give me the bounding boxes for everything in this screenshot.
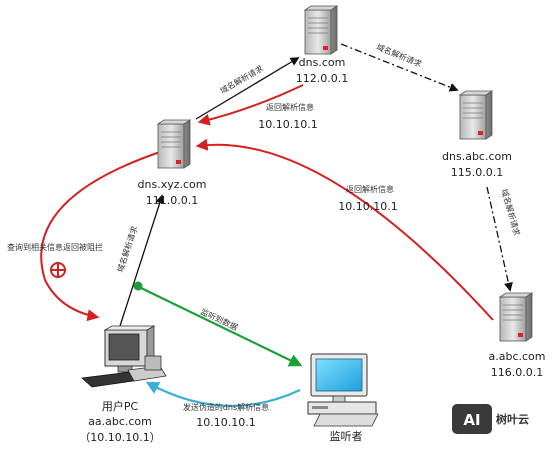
label-xyz-back-to-pc: 查询到相关信息返回被阻拦 bbox=[7, 242, 103, 252]
label-monitor-to-pc: 发送伪造的dns解析信息 bbox=[183, 402, 269, 412]
edge-pc-to-monitor bbox=[138, 286, 303, 367]
watermark-logo: AI bbox=[452, 404, 492, 434]
blocked-icon bbox=[50, 262, 66, 278]
pc-icon bbox=[81, 325, 167, 388]
value-monitor-to-pc: 10.10.10.1 bbox=[196, 416, 255, 429]
edge-a-back-to-xyz bbox=[195, 138, 494, 321]
server-icon-a-abc bbox=[499, 292, 533, 342]
edge-abc-to-a bbox=[486, 186, 513, 292]
user-pc-name: 用户PC bbox=[102, 399, 139, 413]
a-abc-ip: 116.0.0.1 bbox=[491, 366, 543, 379]
dns-com-ip: 112.0.0.1 bbox=[296, 72, 348, 85]
edge-xyz-back-to-pc bbox=[40, 151, 161, 322]
watermark-logo-text: AI bbox=[463, 411, 480, 429]
watermark-text: 树叶云 bbox=[496, 412, 529, 426]
label-pc-to-xyz: 域名解析请求 bbox=[115, 225, 139, 274]
label-abc-to-a: 域名解析请求 bbox=[499, 188, 522, 237]
edge-xyz-to-com bbox=[195, 57, 300, 120]
edge-monitor-to-pc bbox=[145, 381, 301, 408]
label-com-back-to-xyz: 返回解析信息 bbox=[266, 102, 314, 112]
server-icon-dns-xyz bbox=[157, 119, 191, 169]
a-abc-name: a.abc.com bbox=[489, 350, 546, 363]
edge-com-back-to-xyz bbox=[197, 84, 304, 126]
edge-pc-to-xyz bbox=[119, 194, 165, 327]
dns-abc-name: dns.abc.com bbox=[442, 150, 512, 163]
edge-com-to-abc bbox=[340, 43, 459, 92]
label-com-to-abc: 域名解析请求 bbox=[375, 42, 423, 69]
monitor-name: 监听者 bbox=[330, 430, 363, 443]
sniff-point bbox=[133, 281, 143, 291]
value-com-back-to-xyz: 10.10.10.1 bbox=[258, 118, 317, 131]
server-icon-dns-com bbox=[304, 5, 338, 55]
server-icon-dns-abc bbox=[459, 90, 493, 140]
dns-com-name: dns.com bbox=[299, 56, 346, 69]
dns-xyz-ip: 111.0.0.1 bbox=[146, 194, 198, 207]
dns-xyz-name: dns.xyz.com bbox=[138, 178, 207, 191]
label-a-back-to-xyz: 返回解析信息 bbox=[346, 184, 394, 194]
user-pc-host: aa.abc.com bbox=[88, 415, 152, 428]
value-a-back-to-xyz: 10.10.10.1 bbox=[338, 200, 397, 213]
user-pc-ip: （10.10.10.1） bbox=[79, 431, 160, 444]
monitor-computer-icon bbox=[307, 353, 379, 427]
dns-abc-ip: 115.0.0.1 bbox=[451, 166, 503, 179]
label-xyz-to-com: 域名解析请求 bbox=[218, 63, 265, 96]
